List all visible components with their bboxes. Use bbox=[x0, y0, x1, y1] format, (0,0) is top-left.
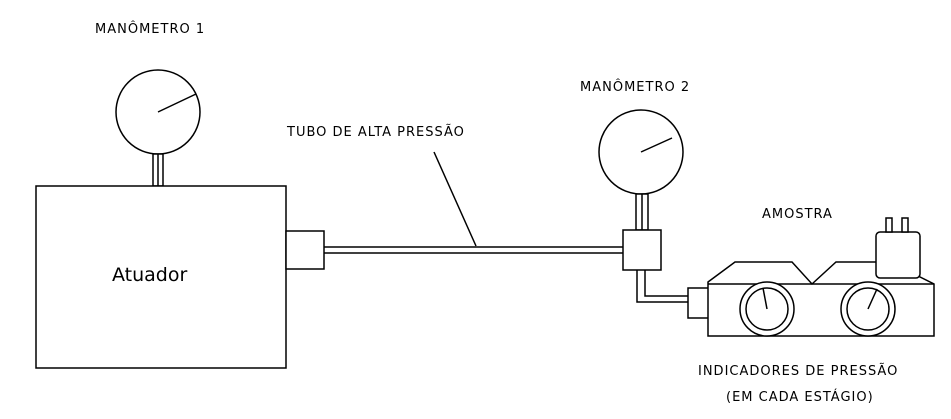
actuator-box bbox=[35, 185, 287, 369]
sample-device bbox=[687, 217, 935, 337]
manometer-2-needle bbox=[640, 137, 673, 153]
actuator bbox=[35, 185, 325, 369]
manometer-1 bbox=[115, 69, 201, 187]
actuator-outlet-port bbox=[285, 230, 325, 270]
sample-inlet-port bbox=[687, 287, 711, 319]
hose-label-leader bbox=[433, 151, 477, 247]
manometer-2-label: MANÔMETRO 2 bbox=[580, 79, 690, 95]
manometer-2 bbox=[598, 109, 690, 303]
pressure-indicators-sublabel: (EM CADA ESTÁGIO) bbox=[726, 389, 874, 405]
high-pressure-hose bbox=[324, 151, 623, 254]
manometer-1-needle bbox=[157, 93, 197, 113]
actuator-label: Atuador bbox=[112, 264, 187, 286]
manometer-1-label: MANÔMETRO 1 bbox=[95, 21, 205, 37]
manometer-2-tee-fitting bbox=[622, 229, 662, 271]
hose-label: TUBO DE ALTA PRESSÃO bbox=[286, 124, 465, 140]
sample-connector-plug bbox=[875, 231, 921, 279]
sample-label: AMOSTRA bbox=[762, 207, 833, 222]
pressure-indicators-label: INDICADORES DE PRESSÃO bbox=[698, 363, 898, 379]
